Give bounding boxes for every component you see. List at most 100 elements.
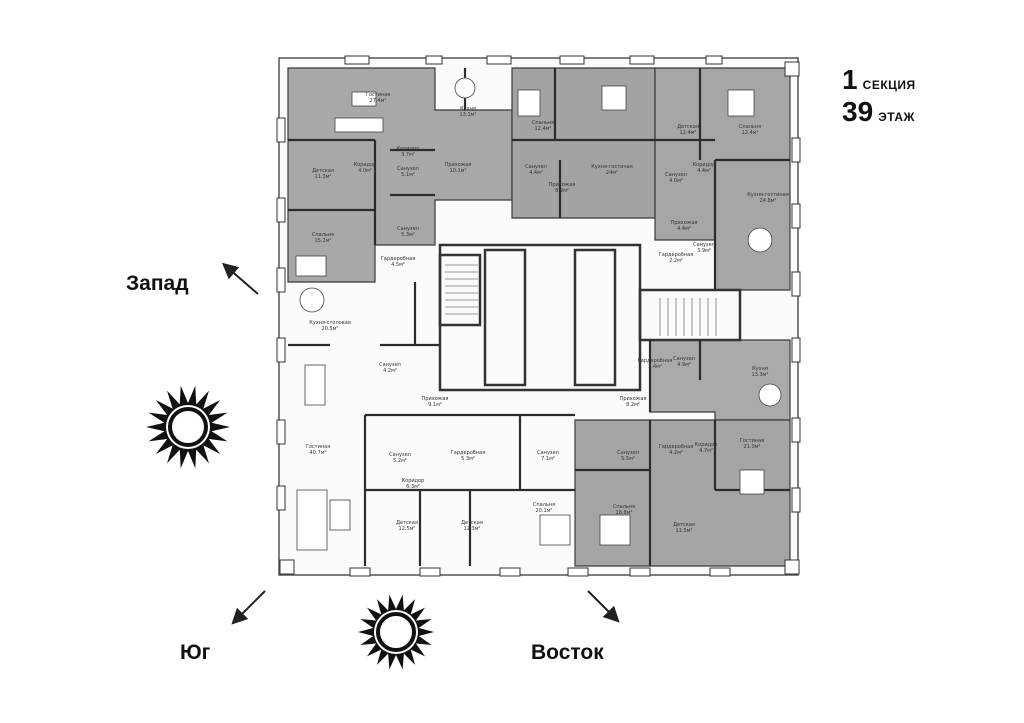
room-area: 15.2м² [314, 238, 332, 244]
sun-south-icon [358, 594, 434, 670]
room-area: 11.5м² [675, 528, 693, 534]
room-name: Прихожая [444, 162, 472, 168]
room-name: Кухня [460, 106, 476, 112]
south-arrow-icon [231, 590, 266, 625]
partition-walls [288, 68, 790, 566]
room-area: 12.5м² [398, 526, 416, 532]
room-area: 11.3м² [314, 174, 332, 180]
floor-number: 39 [842, 96, 874, 127]
room-name: Спальня [612, 504, 636, 510]
room-area: 8.9м² [555, 188, 569, 194]
room-area: 3.4м² [648, 364, 662, 370]
room-area: 6.3м² [406, 484, 420, 490]
floor-label: 39 ЭТАЖ [842, 98, 915, 126]
room-area: 4.4м² [677, 226, 691, 232]
section-label: 1 СЕКЦИЯ [842, 66, 916, 94]
room-name: Санузел [389, 452, 411, 458]
room-name: Санузел [537, 450, 559, 456]
room-area: 4.4м² [529, 170, 543, 176]
room-area: 21.0м² [743, 444, 761, 450]
room-name: Санузел [673, 356, 695, 362]
room-area: 5.5м² [621, 456, 635, 462]
direction-east-label: Восток [531, 641, 604, 664]
room-area: 5.1м² [401, 172, 415, 178]
room-name: Гостиная [365, 92, 391, 98]
room-area: 5.3м² [401, 232, 415, 238]
room-name: Спальня [311, 232, 335, 238]
room-area: 4.5м² [391, 262, 405, 268]
room-name: Спальня [738, 124, 762, 130]
room-area: 4.9м² [677, 362, 691, 368]
room-name: Коридор [401, 478, 425, 484]
room-name: Кухня-гостиная [591, 164, 633, 170]
room-name: Санузел [693, 242, 715, 248]
room-name: Кухня-столовая [309, 320, 351, 326]
room-name: Прихожая [421, 396, 449, 402]
room-name: Гостиная [305, 444, 331, 450]
room-area: 4.0м² [669, 178, 683, 184]
room-name: Гардеробная [658, 444, 694, 450]
room-name: Детская [461, 520, 483, 526]
room-area: 40.7м² [309, 450, 327, 456]
room-name: Спальня [532, 502, 556, 508]
room-name: Санузел [665, 172, 687, 178]
sun-west-icon [146, 385, 230, 469]
room-area: 12.3м² [463, 526, 481, 532]
room-area: 3.7м² [401, 152, 415, 158]
room-name: Детская [677, 124, 699, 130]
room-area: 7.1м² [541, 456, 555, 462]
window-niches [276, 55, 801, 577]
east-arrow-icon [587, 590, 620, 623]
room-area: 12.4м² [679, 130, 697, 136]
room-name: Гардеробная [637, 358, 673, 364]
room-name: Детская [396, 520, 418, 526]
room-name: Гардеробная [450, 450, 486, 456]
room-area: 24.8м² [759, 198, 777, 204]
room-area: 13.3м² [751, 372, 769, 378]
stair-lines [445, 264, 717, 336]
room-name: Прихожая [670, 220, 698, 226]
section-word: СЕКЦИЯ [862, 78, 916, 92]
room-area: 27.4м² [369, 98, 387, 104]
room-name: Гардеробная [380, 256, 416, 262]
room-area: 12.4м² [534, 126, 552, 132]
room-name: Санузел [617, 450, 639, 456]
room-area: 9.1м² [428, 402, 442, 408]
furniture [295, 77, 782, 551]
room-area: 20.1м² [535, 508, 553, 514]
direction-west-label: Запад [126, 272, 189, 295]
room-name: Санузел [397, 166, 419, 172]
room-name: Коридор [694, 442, 718, 448]
room-name: Санузел [397, 226, 419, 232]
